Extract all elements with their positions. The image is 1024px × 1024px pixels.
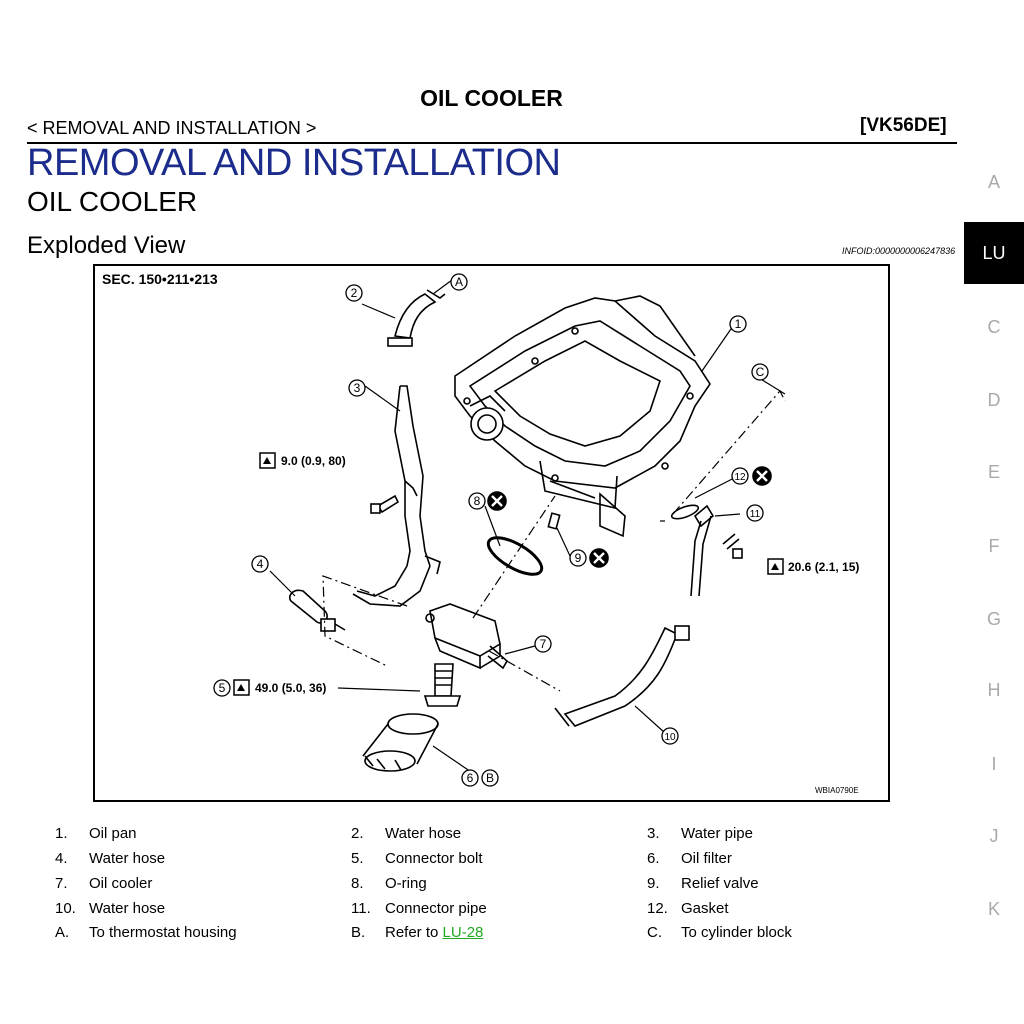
callout-9: 9	[575, 551, 582, 565]
exploded-view-figure: SEC. 150•211•213 WBIA0790E	[93, 264, 890, 802]
header-divider	[27, 142, 957, 144]
water-hose-part-10	[554, 625, 690, 727]
torque-wrench-icon	[233, 679, 250, 696]
info-id: INFOID:0000000006247836	[842, 246, 956, 256]
callout-7: 7	[540, 637, 547, 651]
callout-1: 1	[735, 317, 742, 331]
section-ref: SEC. 150•211•213	[102, 271, 218, 287]
lu-28-link[interactable]: LU-28	[442, 924, 484, 941]
side-index-lu-active[interactable]: LU	[964, 222, 1024, 284]
oil-pan-part	[454, 295, 711, 538]
exploded-view-diagram: SEC. 150•211•213 WBIA0790E	[102, 271, 859, 795]
page-title: OIL COOLER	[420, 85, 563, 111]
oil-cooler-part	[425, 603, 509, 670]
water-pipe-part-3	[352, 385, 441, 607]
side-index-d[interactable]: D	[987, 390, 1001, 410]
side-index-f[interactable]: F	[988, 536, 1000, 556]
section-subheading: OIL COOLER	[27, 186, 198, 217]
torque-9: 9.0 (0.9, 80)	[281, 454, 346, 468]
callout-4: 4	[257, 557, 264, 571]
side-index-g[interactable]: G	[986, 609, 1001, 629]
breadcrumb[interactable]: < REMOVAL AND INSTALLATION >	[27, 118, 317, 138]
callout-8: 8	[474, 494, 481, 508]
callout-12: 12	[734, 472, 746, 483]
ref-c: C	[756, 365, 765, 379]
torque-49: 49.0 (5.0, 36)	[255, 681, 326, 695]
torque-specs: 9.0 (0.9, 80) 20.6 (2.1, 15) 49.0 (5.0, …	[233, 452, 859, 696]
ref-a: A	[455, 275, 463, 289]
water-hose-part-4	[288, 589, 346, 632]
torque-20: 20.6 (2.1, 15)	[788, 560, 859, 574]
gasket-part	[670, 504, 700, 520]
callout-3: 3	[354, 381, 361, 395]
side-index-k[interactable]: K	[987, 899, 1000, 919]
side-index-i[interactable]: I	[991, 754, 997, 774]
torque-wrench-icon	[259, 452, 276, 469]
connector-pipe-part	[690, 504, 743, 597]
callout-5: 5	[219, 681, 226, 695]
view-title: Exploded View	[27, 232, 186, 259]
figure-id: WBIA0790E	[815, 786, 859, 795]
connector-bolt-part	[423, 663, 462, 707]
callout-10: 10	[664, 732, 676, 743]
section-heading: REMOVAL AND INSTALLATION	[27, 142, 561, 184]
oil-filter-part	[362, 713, 439, 772]
side-index-c[interactable]: C	[987, 317, 1001, 337]
side-index-e[interactable]: E	[987, 462, 1000, 482]
engine-code: [VK56DE]	[860, 115, 947, 136]
callout-11: 11	[750, 509, 761, 520]
water-hose-part-2	[387, 289, 446, 347]
relief-valve-part	[547, 512, 561, 530]
callouts: 1 2 3 4 5 6 7 8 9 10 11 12 A B C	[213, 273, 769, 787]
callout-2: 2	[351, 286, 358, 300]
side-index-a[interactable]: A	[987, 172, 1000, 192]
do-not-reuse-icon	[752, 466, 772, 486]
replace-icons	[487, 466, 772, 568]
callout-6: 6	[467, 771, 474, 785]
do-not-reuse-icon	[589, 548, 609, 568]
bolt-water-pipe	[370, 494, 400, 514]
leader-lines	[269, 279, 786, 777]
torque-wrench-icon	[767, 558, 784, 575]
side-index-j[interactable]: J	[989, 826, 999, 846]
side-index-h[interactable]: H	[987, 680, 1001, 700]
do-not-reuse-icon	[487, 491, 507, 511]
ref-b: B	[486, 771, 494, 785]
